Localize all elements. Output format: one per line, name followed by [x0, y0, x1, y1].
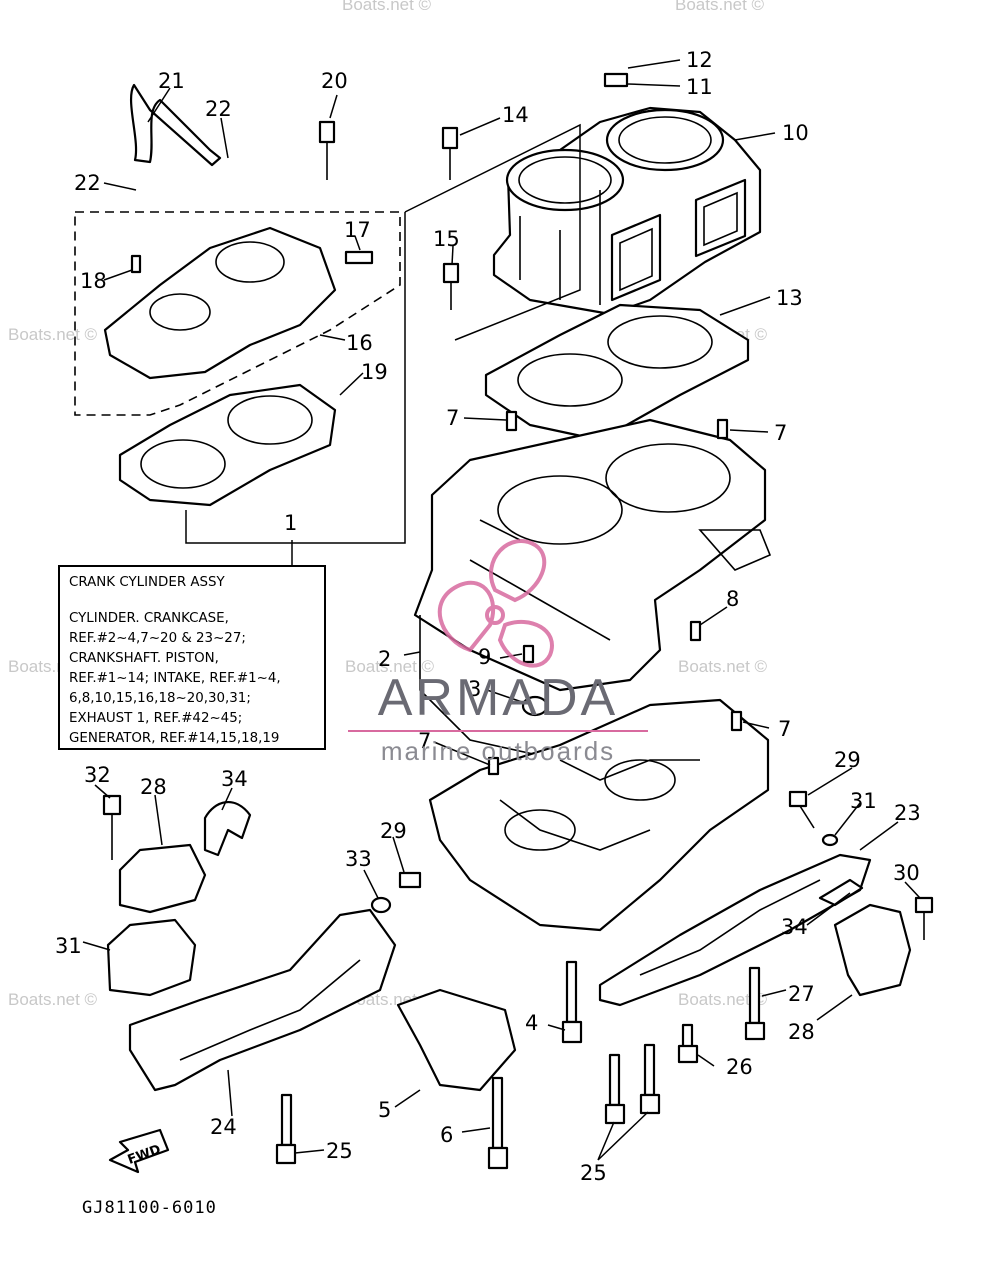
info-box-title: CRANK CYLINDER ASSY — [69, 575, 225, 590]
callout-number: 21 — [158, 69, 185, 93]
mount-damper — [396, 988, 517, 1092]
info-box-line: 6,8,10,15,16,18~20,30,31; — [69, 691, 251, 706]
armada-watermark: ARMADA marine outboards — [348, 670, 648, 766]
callout-number: 3 — [468, 677, 481, 701]
callout-number: 7 — [774, 421, 787, 445]
fasteners — [102, 72, 934, 1174]
assembly-boundary-dashed — [74, 211, 401, 416]
callout-number: 25 — [580, 1161, 607, 1185]
callout-number: 10 — [782, 121, 809, 145]
callout-number: 34 — [221, 767, 248, 791]
armada-logo-icon — [437, 539, 554, 668]
callout-number: 7 — [778, 717, 791, 741]
callout-number: 28 — [788, 1020, 815, 1044]
cylinder-block — [492, 106, 762, 316]
callout-numbers: 1 2 3 4 5 6 7 7 7 7 8 9 10 11 12 13 14 1… — [55, 48, 921, 1185]
callout-number: 17 — [344, 218, 371, 242]
callout-number: 6 — [440, 1123, 453, 1147]
upper-crankcase — [413, 418, 772, 761]
callout-number: 29 — [380, 819, 407, 843]
engine-mount-right — [833, 903, 912, 997]
callout-number: 20 — [321, 69, 348, 93]
callout-number: 11 — [686, 75, 713, 99]
callout-number: 7 — [418, 729, 431, 753]
info-box-line: GENERATOR, REF.#14,15,18,19 — [69, 731, 280, 746]
callout-number: 19 — [361, 360, 388, 384]
callout-number: 24 — [210, 1115, 237, 1139]
callout-number: 14 — [502, 103, 529, 127]
brand-subtitle: marine outboards — [380, 736, 616, 766]
callout-number: 2 — [378, 647, 391, 671]
callout-number: 28 — [140, 775, 167, 799]
watermark-text: Boats.net © — [8, 325, 98, 344]
intake-cover — [103, 226, 337, 380]
engine-mount-left — [106, 843, 207, 997]
callout-number: 15 — [433, 227, 460, 251]
callout-number: 34 — [781, 915, 808, 939]
callout-number: 30 — [893, 861, 920, 885]
watermark-text: Boats.net © — [342, 0, 432, 14]
callout-number: 23 — [894, 801, 921, 825]
callout-number: 33 — [345, 847, 372, 871]
info-box-line: CYLINDER. CRANKCASE, — [69, 611, 229, 626]
callout-number: 9 — [478, 645, 491, 669]
callout-number: 27 — [788, 982, 815, 1006]
info-box-line: EXHAUST 1, REF.#42~45; — [69, 711, 243, 726]
watermark-text: Boats.net © — [675, 0, 765, 14]
callout-number: 7 — [446, 406, 459, 430]
callout-number: 16 — [346, 331, 373, 355]
head-gasket — [118, 383, 337, 507]
info-box-line: REF.#1~14; INTAKE, REF.#1~4, — [69, 671, 281, 686]
callout-number: 32 — [84, 763, 111, 787]
callout-number: 13 — [776, 286, 803, 310]
callout-number: 25 — [326, 1139, 353, 1163]
leader-lines — [82, 59, 921, 1161]
brand-rule — [348, 730, 648, 732]
callout-number: 4 — [525, 1011, 538, 1035]
callout-number: 1 — [284, 511, 297, 535]
drawing-code: GJ81100-6010 — [82, 1198, 217, 1218]
watermark-text: Boats.net © — [345, 657, 435, 676]
engine-bed-left — [128, 908, 397, 1092]
watermark-text: Boats.net © — [678, 990, 768, 1009]
assembly-info-box: CRANK CYLINDER ASSY CYLINDER. CRANKCASE,… — [58, 565, 326, 750]
watermark-text: Boats.net © — [678, 657, 768, 676]
callout-number: 5 — [378, 1098, 391, 1122]
callout-number: 29 — [834, 748, 861, 772]
callout-number: 31 — [55, 934, 82, 958]
callout-number: 18 — [80, 269, 107, 293]
brand-name: ARMADA — [377, 669, 619, 727]
callout-number: 8 — [726, 587, 739, 611]
callout-number: 12 — [686, 48, 713, 72]
callout-number: 26 — [726, 1055, 753, 1079]
lower-crankcase — [428, 698, 770, 932]
watermark-text: Boats.net © — [8, 990, 98, 1009]
callout-number: 22 — [74, 171, 101, 195]
info-box-line: CRANKSHAFT. PISTON, — [69, 651, 219, 666]
cylinder-base-gasket — [484, 303, 750, 442]
info-box-line: REF.#2~4,7~20 & 23~27; — [69, 631, 246, 646]
callout-number: 31 — [850, 789, 877, 813]
callout-number: 22 — [205, 97, 232, 121]
